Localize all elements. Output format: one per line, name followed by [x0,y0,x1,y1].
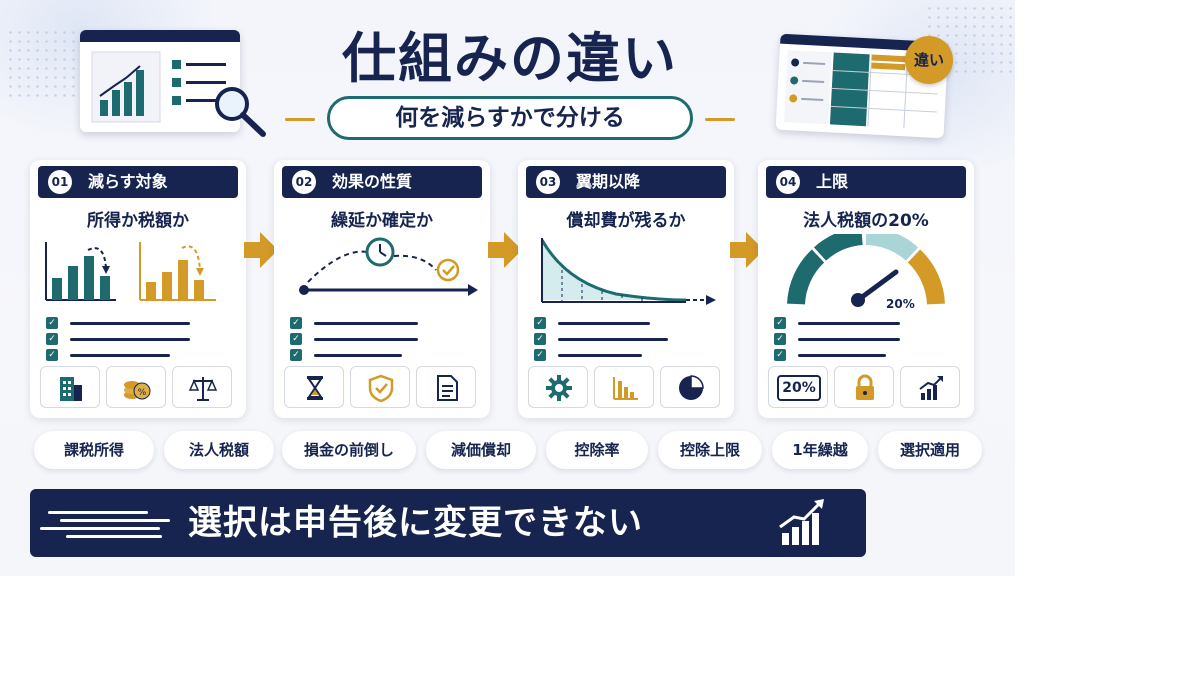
tag: 減価償却 [426,431,536,469]
card-number: 03 [536,170,560,194]
card-title: 効果の性質 [332,172,413,191]
card-number: 04 [776,170,800,194]
building-icon [40,366,100,408]
coins-icon: % [106,366,166,408]
tag: 損金の前倒し [282,431,416,469]
card-header: 03 翼期以降 [526,166,726,198]
card-header: 01 減らす対象 [38,166,238,198]
card-04: 04 上限 法人税額の20% 20% ✓ ✓ ✓ 20% [758,160,974,418]
report-illustration [80,30,240,132]
income-vs-tax-bars-illustration [45,242,216,301]
subtitle-pill: 何を減らすかで分ける [327,96,693,140]
arrow-right-icon [730,232,764,268]
card-title: 上限 [816,172,849,191]
difference-badge: 違い [905,36,953,84]
card-subtitle: 法人税額の20% [803,211,929,231]
bar-chart-icon [594,366,654,408]
tag: 控除率 [546,431,648,469]
percent-badge-label: 20% [777,375,821,401]
subtitle-accent-line [285,118,315,121]
card-title: 減らす対象 [88,172,168,191]
icon-row [528,366,724,410]
tag: 控除上限 [658,431,762,469]
banner-text: 選択は申告後に変更できない [188,503,643,543]
subtitle-accent-line [705,118,735,121]
arrow-right-icon [488,232,522,268]
percent-badge-icon: 20% [768,366,828,408]
checklist: ✓ ✓ ✓ [534,316,714,364]
pie-chart-icon [660,366,720,408]
lock-icon [834,366,894,408]
gear-icon [528,366,588,408]
card-subtitle: 所得か税額か [87,211,189,231]
document-icon [416,366,476,408]
speed-line [48,511,148,514]
speed-line [40,527,160,530]
deferral-timeline-illustration [299,237,478,296]
card-subtitle: 償却費が残るか [566,211,686,231]
svg-text:%: % [138,388,147,398]
card-header: 02 効果の性質 [282,166,482,198]
card-03: 03 翼期以降 償却費が残るか ✓ ✓ ✓ [518,160,734,418]
subtitle-group: 何を減らすかで分ける [285,96,735,142]
checklist: ✓ ✓ ✓ [46,316,226,364]
icon-row [284,366,480,410]
speed-line [66,535,162,538]
depreciation-curve-illustration [540,238,716,305]
checklist: ✓ ✓ ✓ [774,316,954,364]
page-title: 仕組みの違い [342,27,678,90]
tag: 課税所得 [34,431,154,469]
speed-line [60,519,170,522]
comparison-table-illustration [775,33,949,139]
checklist: ✓ ✓ ✓ [290,316,470,364]
tag: 法人税額 [164,431,274,469]
infographic-canvas: 違い 仕組みの違い 何を減らすかで分ける 01 減らす対象 所得か税額か [0,0,1015,576]
card-title: 翼期以降 [576,172,641,191]
card-subtitle: 繰延か確定か [331,211,433,231]
magnifier-icon [215,87,266,137]
icon-row: 20% [768,366,964,410]
shield-check-icon [350,366,410,408]
card-header: 04 上限 [766,166,966,198]
hourglass-icon [284,366,344,408]
card-01: 01 減らす対象 所得か税額か ✓ ✓ ✓ [30,160,246,418]
warning-banner: 選択は申告後に変更できない [30,489,866,557]
arrow-right-icon [244,232,278,268]
gauge-illustration: 20% [787,234,945,311]
icon-row: % [40,366,236,410]
growth-chart-icon [779,499,824,545]
tag: 1年繰越 [772,431,868,469]
card-number: 02 [292,170,316,194]
gauge-value-label: 20% [886,297,915,311]
scale-icon [172,366,232,408]
growth-chart-icon [900,366,960,408]
card-02: 02 効果の性質 繰延か確定か ✓ ✓ ✓ [274,160,490,418]
tag: 選択適用 [878,431,982,469]
card-number: 01 [48,170,72,194]
